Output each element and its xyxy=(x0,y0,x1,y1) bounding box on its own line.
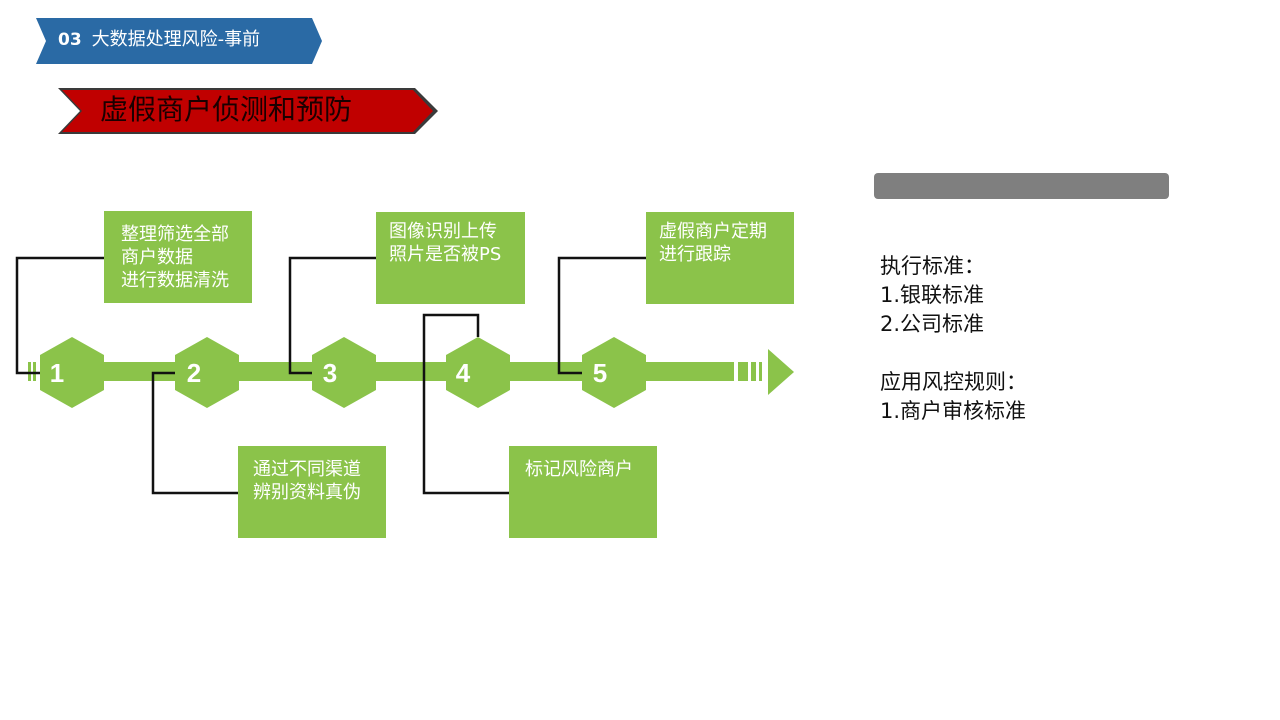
step-box-1: 整理筛选全部 商户数据 进行数据清洗 xyxy=(104,211,252,303)
step-text-line: 虚假商户定期 xyxy=(659,221,767,242)
connector-5 xyxy=(557,256,646,375)
step-hexagon-3 xyxy=(312,337,376,408)
standard-item: 2.公司标准 xyxy=(880,312,985,336)
step-text-line: 图像识别上传 xyxy=(389,221,497,242)
step-hexagons xyxy=(40,337,646,408)
step-box-3: 图像识别上传 照片是否被PS xyxy=(376,212,525,304)
step-number-5: 5 xyxy=(592,358,608,388)
connector-2 xyxy=(151,371,238,495)
step-text-line: 通过不同渠道 xyxy=(253,459,361,480)
step-number-1: 1 xyxy=(49,358,65,388)
spacer xyxy=(880,339,1027,368)
step-box-4: 标记风险商户 xyxy=(509,446,657,538)
step-box-5: 虚假商户定期 进行跟踪 xyxy=(646,212,794,304)
step-box-2: 通过不同渠道 辨别资料真伪 xyxy=(238,446,386,538)
section-number: 03 xyxy=(58,30,82,50)
step-text-line: 整理筛选全部 xyxy=(121,224,229,245)
section-tag: 03 大数据处理风险-事前 xyxy=(58,28,260,52)
connector-1 xyxy=(15,256,104,375)
connector-4 xyxy=(422,313,509,495)
step-text-line: 标记风险商户 xyxy=(525,459,633,480)
step-number-3: 3 xyxy=(322,358,338,388)
timeline xyxy=(28,349,794,395)
side-header-bar xyxy=(874,173,1169,199)
section-title: 大数据处理风险-事前 xyxy=(91,29,261,50)
step-hexagon-1 xyxy=(40,337,104,408)
step-hexagon-4 xyxy=(446,337,510,408)
step-hexagon-5 xyxy=(582,337,646,408)
rule-item: 1.商户审核标准 xyxy=(880,399,1027,423)
step-text-line: 照片是否被PS xyxy=(389,244,502,265)
step-text-line: 进行数据清洗 xyxy=(121,270,229,291)
topic-banner xyxy=(62,90,433,132)
step-text-line: 商户数据 xyxy=(121,247,193,268)
timeline-arrow xyxy=(768,349,794,395)
standard-item: 1.银联标准 xyxy=(880,283,985,307)
connector-3 xyxy=(288,256,376,375)
step-hexagon-2 xyxy=(175,337,239,408)
standards-title: 执行标准： xyxy=(880,254,985,278)
connector-lines xyxy=(15,256,646,495)
step-text-line: 进行跟踪 xyxy=(659,244,731,265)
step-number-2: 2 xyxy=(186,358,202,388)
step-text-line: 辨别资料真伪 xyxy=(253,482,361,503)
rules-title: 应用风控规则： xyxy=(880,370,1027,394)
topic-title: 虚假商户侦测和预防 xyxy=(100,93,353,126)
step-number-4: 4 xyxy=(455,358,471,388)
side-panel: 执行标准： 1.银联标准 2.公司标准 应用风控规则： 1.商户审核标准 xyxy=(880,252,1027,426)
section-tag-banner xyxy=(36,18,322,64)
